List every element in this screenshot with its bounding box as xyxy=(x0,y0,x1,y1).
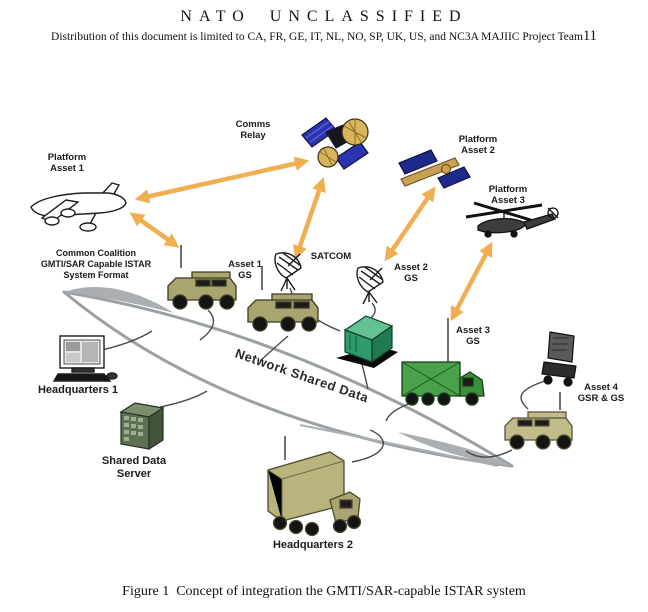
asset2-dish-icon xyxy=(356,266,384,305)
link-hq1 xyxy=(101,330,153,351)
label-asset-4: Asset 4 GSR & GS xyxy=(577,382,625,404)
hq1-computer-icon xyxy=(52,335,118,382)
comm-arrows xyxy=(129,156,493,322)
label-asset-2-gs: Asset 2 GS xyxy=(394,262,428,284)
radar-satellite-icon xyxy=(398,149,471,189)
arrow-asset3 xyxy=(450,241,493,322)
helicopter-icon xyxy=(465,201,559,238)
label-satcom: SATCOM xyxy=(310,251,352,262)
label-platform-asset-3: Platform Asset 3 xyxy=(488,184,528,206)
label-shared-data-server: Shared Data Server xyxy=(101,455,167,480)
label-common-coalition: Common Coalition GMTI/SAR Capable ISTAR … xyxy=(40,248,152,280)
server-icon xyxy=(119,402,165,451)
distribution-statement: Distribution of this document is limited… xyxy=(0,28,648,45)
coalition-humvee-icon xyxy=(167,245,237,310)
aircraft-icon xyxy=(30,182,127,232)
link-asset4-radar xyxy=(520,380,546,410)
link-asset1-gs xyxy=(259,335,289,362)
classification-banner: NATO UNCLASSIFIED xyxy=(180,8,468,25)
comms-relay-satellite-icon xyxy=(301,117,369,170)
label-platform-asset-2: Platform Asset 2 xyxy=(458,134,498,156)
asset1-humvee-icon xyxy=(247,266,319,332)
arrow-relay-satcom xyxy=(293,177,326,260)
page-number: 11 xyxy=(582,28,597,44)
satcom-dish-icon xyxy=(274,252,302,292)
label-headquarters-1: Headquarters 1 xyxy=(37,384,119,396)
network-links xyxy=(101,287,546,463)
link-server xyxy=(159,390,208,408)
link-coalition-gs xyxy=(199,309,215,341)
link-hq2 xyxy=(351,429,384,463)
asset4-radar-icon xyxy=(541,331,577,387)
hq2-truck-icon xyxy=(267,436,362,537)
asset4-humvee-icon xyxy=(504,392,573,450)
label-comms-relay: Comms Relay xyxy=(235,119,271,141)
label-asset-1-gs: Asset 1 GS xyxy=(228,259,262,281)
label-platform-asset-1: Platform Asset 1 xyxy=(47,152,87,174)
asset3-truck-icon xyxy=(401,318,485,406)
arrow-asset2 xyxy=(384,186,436,262)
link-shelter xyxy=(361,363,369,390)
arrow-asset1-relay xyxy=(134,156,310,204)
label-asset-3-gs: Asset 3 GS xyxy=(456,325,490,347)
arrow-asset1-ground xyxy=(129,212,180,248)
label-headquarters-2: Headquarters 2 xyxy=(272,539,354,551)
link-asset4-gs xyxy=(465,449,513,458)
comms-shelter-icon xyxy=(336,315,398,368)
figure-caption: Figure 1 Concept of integration the GMTI… xyxy=(122,584,526,599)
distribution-text: Distribution of this document is limited… xyxy=(51,31,583,43)
